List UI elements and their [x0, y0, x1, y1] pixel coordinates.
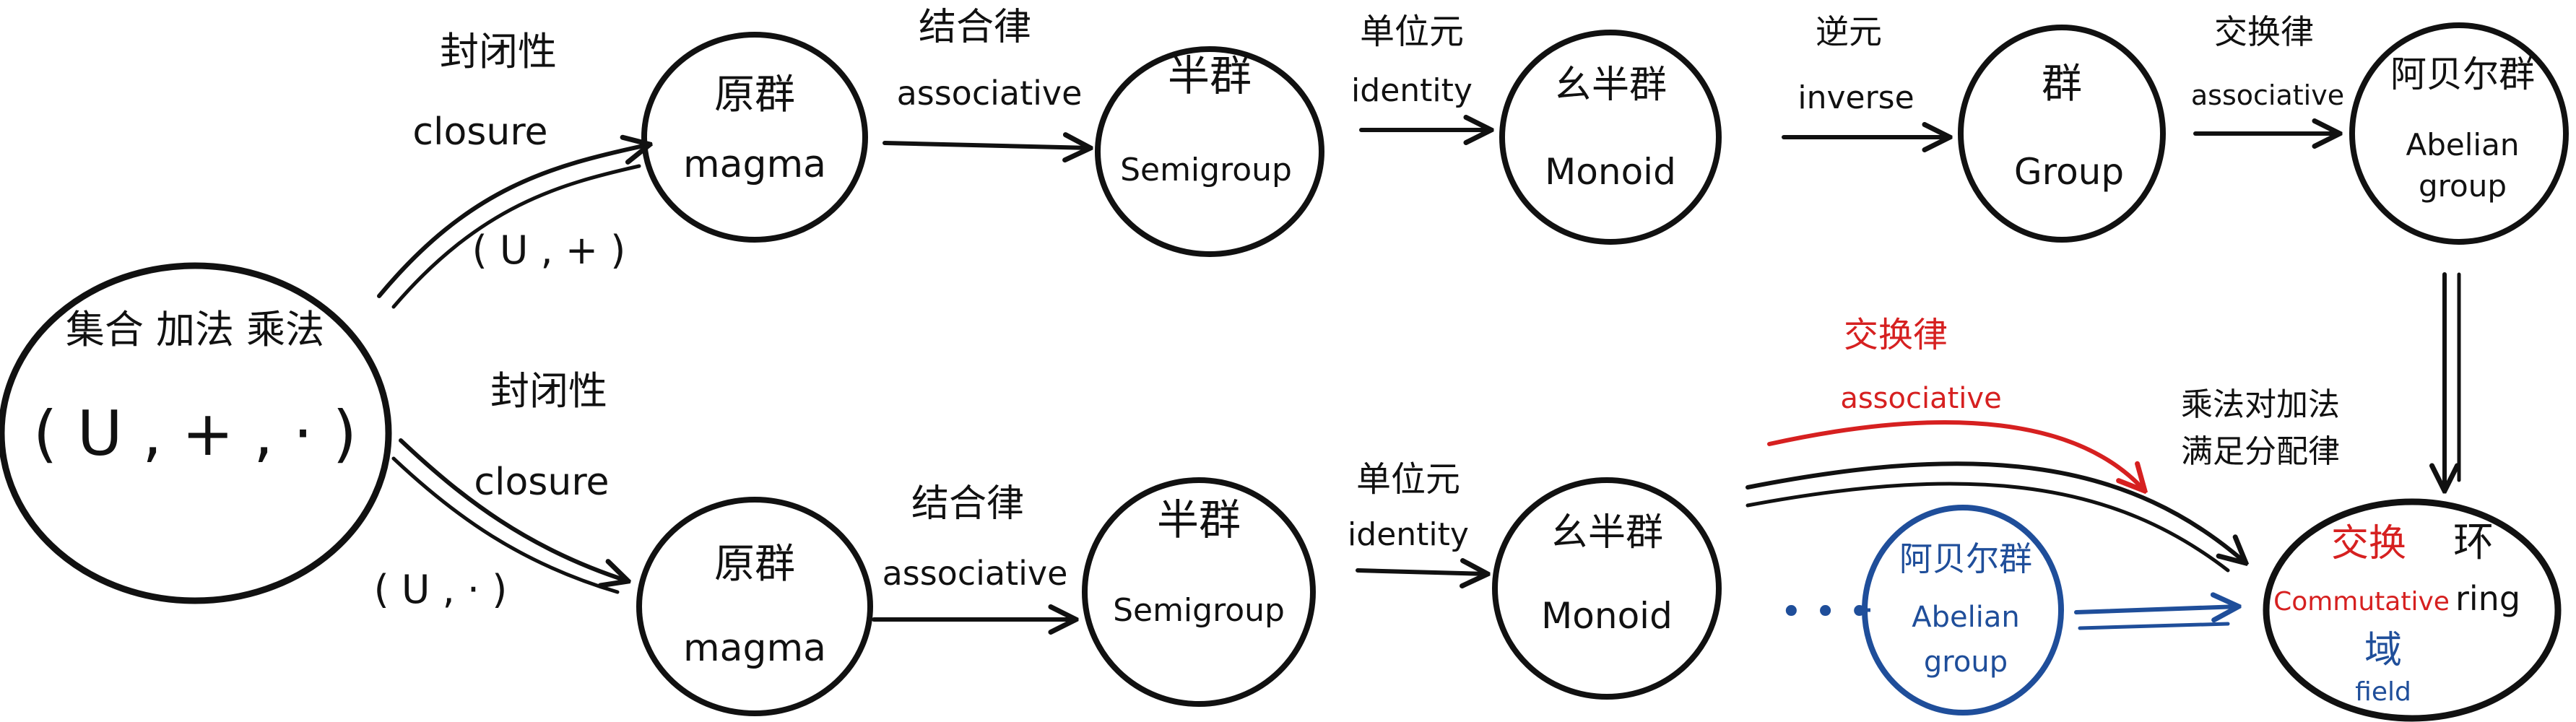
node-abelian-bottom-en1: Abelian — [1912, 601, 2019, 634]
edge-distributive-zh2: 满足分配律 — [2181, 433, 2340, 470]
node-magma-top-zh: 原群 — [714, 71, 795, 118]
edge-associative-top-zh: 结合律 — [919, 6, 1031, 49]
edge-identity-top-en: identity — [1351, 72, 1473, 109]
edge-abelian-bottom-to-ring — [2074, 606, 2239, 630]
edge-identity-bottom-en: identity — [1348, 516, 1469, 553]
node-semigroup-top-en: Semigroup — [1120, 152, 1292, 188]
node-semigroup-top-zh: 半群 — [1168, 51, 1252, 100]
edge-commutative-top-en: associative — [2191, 79, 2344, 111]
edge-inverse-zh: 逆元 — [1816, 12, 1882, 51]
edge-associative-top: 结合律 associative — [882, 6, 1090, 148]
edge-associative-top-en: associative — [897, 74, 1083, 113]
edge-commutative-red-en: associative — [1840, 382, 2001, 415]
node-monoid-top-en: Monoid — [1545, 151, 1676, 193]
node-abelian-bottom-en2: group — [1924, 645, 2008, 679]
node-ring-zh-commutative: 交换 — [2331, 522, 2406, 565]
edge-closure-top-zh: 封闭性 — [440, 29, 557, 74]
node-group-zh: 群 — [2042, 61, 2082, 108]
edge-commutative-red-zh: 交换律 — [1844, 315, 1948, 355]
edge-closure-bottom: 封闭性 closure ( U , · ) — [374, 368, 628, 612]
node-set-line1: 集合 加法 乘法 — [66, 307, 324, 352]
edge-inverse-en: inverse — [1797, 79, 1914, 116]
edge-commutative-red: 交换律 associative — [1767, 315, 2145, 491]
edge-abelian-to-ring — [2445, 272, 2461, 491]
edge-blue-dots-text: • • • — [1780, 591, 1870, 634]
node-ring-zh-ring: 环 — [2453, 519, 2494, 566]
node-semigroup-bottom-en: Semigroup — [1113, 592, 1285, 629]
edge-identity-bottom-zh: 单位元 — [1356, 459, 1460, 500]
node-magma-bottom: 原群 magma — [636, 497, 873, 716]
edge-inverse: 逆元 inverse — [1782, 12, 1950, 137]
node-magma-bottom-zh: 原群 — [714, 541, 795, 588]
edge-closure-top: 封闭性 closure ( U , + ) — [377, 29, 650, 309]
edge-closure-bottom-en: closure — [474, 461, 609, 504]
edge-distributive: 乘法对加法 满足分配律 — [1745, 386, 2340, 573]
edge-identity-top-zh: 单位元 — [1360, 12, 1464, 52]
edge-commutative-top-zh: 交换律 — [2214, 12, 2314, 51]
node-ring: 交换 环 Commutative ring 域 field — [2263, 498, 2562, 722]
node-semigroup-top: 半群 Semigroup — [1095, 46, 1324, 257]
node-ring-en-commutative: Commutative — [2273, 587, 2450, 617]
node-group-en: Group — [2014, 151, 2124, 193]
node-abelian-bottom-zh: 阿贝尔群 — [1899, 539, 2032, 578]
edge-associative-bottom-zh: 结合律 — [911, 482, 1024, 526]
edge-closure-bottom-zh: 封闭性 — [490, 368, 607, 414]
node-ring-zh-field: 域 — [2364, 629, 2402, 672]
node-monoid-bottom-zh: 幺半群 — [1551, 511, 1663, 554]
node-semigroup-bottom: 半群 Semigroup — [1082, 477, 1316, 707]
edge-commutative-top: 交换律 associative — [2191, 12, 2344, 134]
node-monoid-bottom: 幺半群 Monoid — [1492, 477, 1722, 700]
node-magma-top: 原群 magma — [641, 32, 868, 243]
node-abelian-top-en2: group — [2419, 168, 2507, 204]
node-monoid-top: 幺半群 Monoid — [1499, 30, 1722, 245]
node-magma-bottom-en: magma — [683, 627, 826, 670]
node-group: 群 Group — [1958, 25, 2166, 243]
node-ring-en-field: field — [2355, 677, 2411, 707]
edge-closure-bottom-op: ( U , · ) — [374, 567, 508, 612]
node-abelian-top-zh: 阿贝尔群 — [2390, 53, 2535, 95]
node-monoid-top-zh: 幺半群 — [1554, 64, 1667, 107]
edge-closure-top-op: ( U , + ) — [472, 227, 626, 273]
edge-closure-top-en: closure — [412, 110, 547, 154]
node-set: 集合 加法 乘法 ( U , + , · ) — [0, 262, 392, 604]
edge-identity-bottom: 单位元 identity — [1348, 459, 1488, 574]
node-semigroup-bottom-zh: 半群 — [1157, 495, 1241, 544]
node-abelian-top: 阿贝尔群 Abelian group — [2349, 22, 2569, 245]
edge-distributive-zh1: 乘法对加法 — [2181, 386, 2340, 423]
node-magma-top-en: magma — [683, 143, 826, 186]
edge-blue-dots: • • • — [1780, 591, 1870, 634]
edge-associative-bottom-en: associative — [882, 554, 1068, 593]
node-abelian-bottom: 阿贝尔群 Abelian group — [1862, 505, 2064, 716]
edge-associative-bottom: 结合律 associative — [872, 482, 1076, 619]
node-monoid-bottom-en: Monoid — [1541, 595, 1673, 637]
node-set-line2: ( U , + , · ) — [33, 398, 357, 470]
node-abelian-top-en1: Abelian — [2406, 127, 2520, 162]
edge-identity-top: 单位元 identity — [1351, 12, 1491, 130]
node-ring-en-ring: ring — [2455, 579, 2520, 618]
